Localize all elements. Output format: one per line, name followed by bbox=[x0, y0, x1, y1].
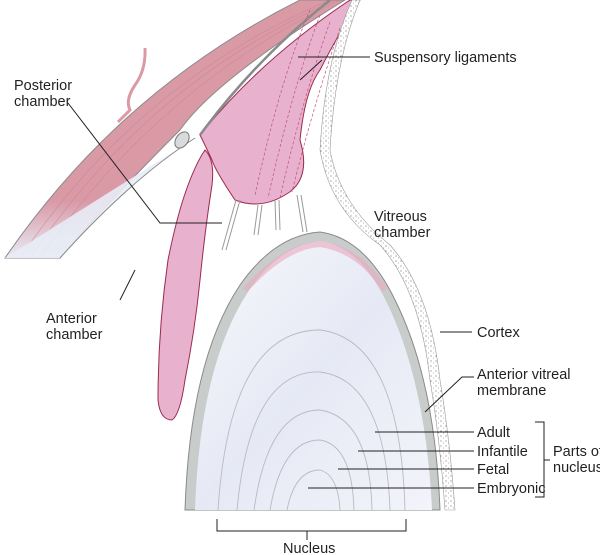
label-nucleus: Nucleus bbox=[283, 541, 335, 555]
label-infantile: Infantile bbox=[477, 444, 528, 460]
ciliary-body bbox=[198, 0, 361, 205]
lens bbox=[184, 231, 441, 511]
label-embryonic: Embryonic bbox=[477, 481, 546, 497]
label-suspensory-ligaments: Suspensory ligaments bbox=[374, 50, 517, 66]
label-cortex: Cortex bbox=[477, 325, 520, 341]
zonule-fibres bbox=[221, 194, 308, 251]
label-fetal: Fetal bbox=[477, 462, 509, 478]
leader-lines bbox=[67, 56, 550, 540]
schlemm-canal bbox=[174, 131, 190, 149]
nucleus-layers bbox=[217, 329, 406, 511]
anterior-vitreal-membrane-shape bbox=[319, 0, 456, 511]
label-adult: Adult bbox=[477, 425, 510, 441]
